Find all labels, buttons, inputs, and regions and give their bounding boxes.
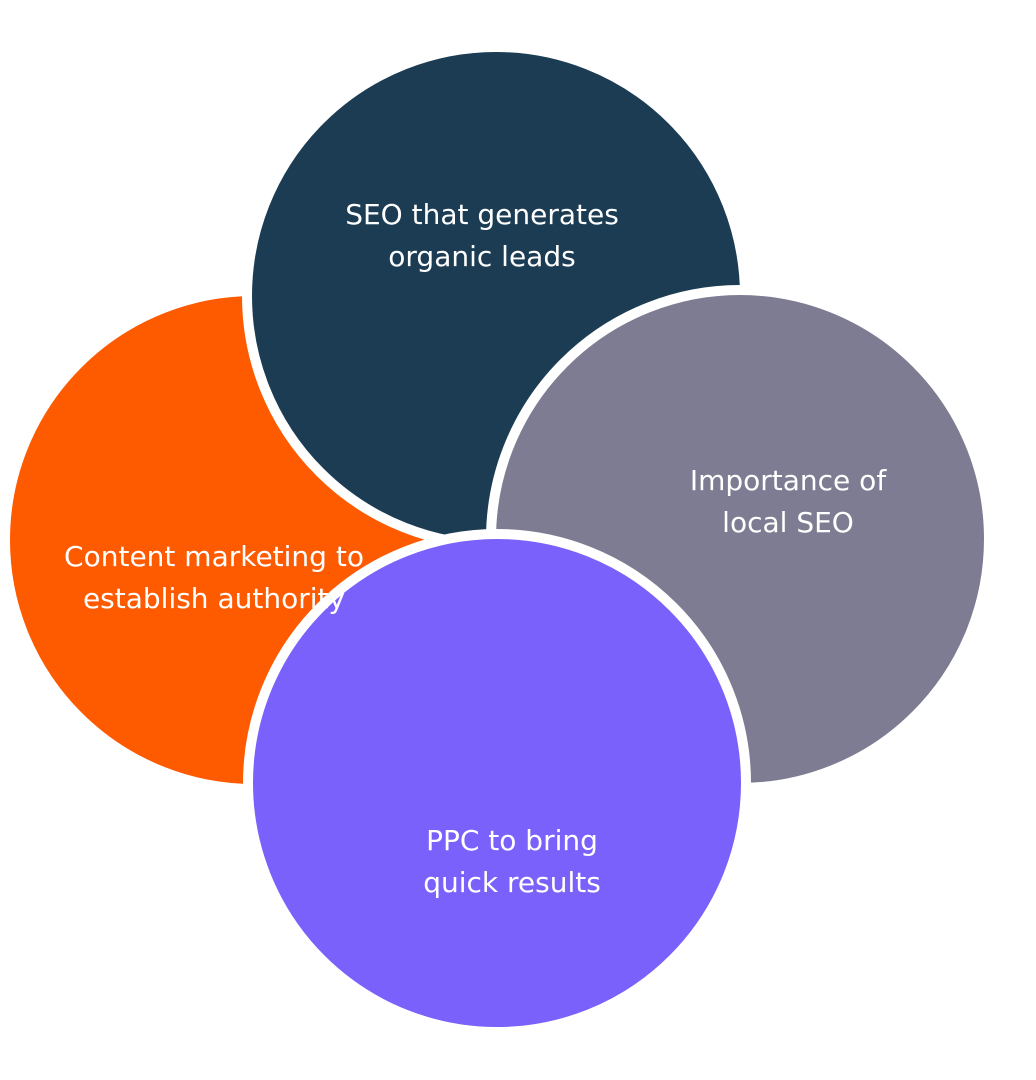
label-ppc-line-2: quick results [423, 866, 601, 899]
circle-ppc-quick-results [243, 529, 751, 1037]
label-content-line-1: Content marketing to [64, 540, 364, 573]
label-local-line-1: Importance of [689, 464, 887, 497]
label-content-line-2: establish authority [82, 582, 346, 615]
label-ppc-quick-results: PPC to bring quick results [423, 820, 601, 904]
label-ppc-line-1: PPC to bring [426, 824, 598, 857]
label-seo-line-2: organic leads [388, 240, 576, 273]
label-local-seo: Importance of local SEO [690, 460, 886, 544]
label-seo-line-1: SEO that generates [345, 198, 619, 231]
label-content-marketing: Content marketing to establish authority [64, 536, 364, 620]
label-seo-organic-leads: SEO that generates organic leads [345, 194, 619, 278]
label-local-line-2: local SEO [722, 506, 854, 539]
